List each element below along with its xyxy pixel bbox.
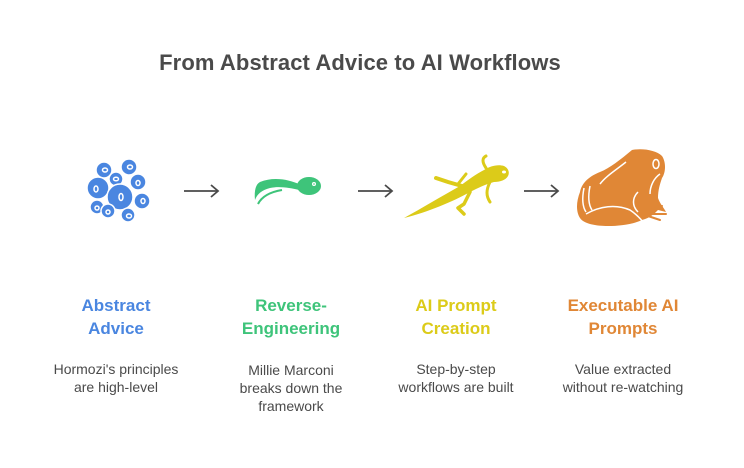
stage-abstract-advice: Abstract Advice Hormozi's principles are… (31, 0, 201, 468)
diagram-title: From Abstract Advice to AI Workflows (159, 50, 561, 75)
frog-icon (577, 149, 667, 227)
stage-title: Reverse- Engineering (241, 296, 341, 338)
stage-title: Executable AI Prompts (567, 296, 679, 338)
right-arrow-icon (524, 184, 560, 198)
right-arrow-icon (184, 184, 220, 198)
froglet-icon (404, 154, 509, 218)
stage-description: Millie Marconi breaks down the framework (239, 362, 343, 414)
stage-description: Hormozi's principles are high-level (53, 361, 179, 395)
stage-title: Abstract Advice (81, 296, 151, 338)
stage-ai-prompt-creation: AI Prompt Creation Step-by-step workflow… (371, 0, 541, 468)
stage-title: AI Prompt Creation (415, 296, 497, 338)
cell-cluster-icon (86, 158, 151, 223)
right-arrow-icon (358, 184, 394, 198)
stage-description: Value extracted without re-watching (562, 361, 684, 395)
stage-description: Step-by-step workflows are built (398, 361, 514, 395)
stage-reverse-engineering: Reverse- Engineering Millie Marconi brea… (206, 0, 376, 468)
tadpole-icon (254, 177, 321, 205)
stage-executable-ai-prompts: Executable AI Prompts Value extracted wi… (538, 0, 708, 468)
